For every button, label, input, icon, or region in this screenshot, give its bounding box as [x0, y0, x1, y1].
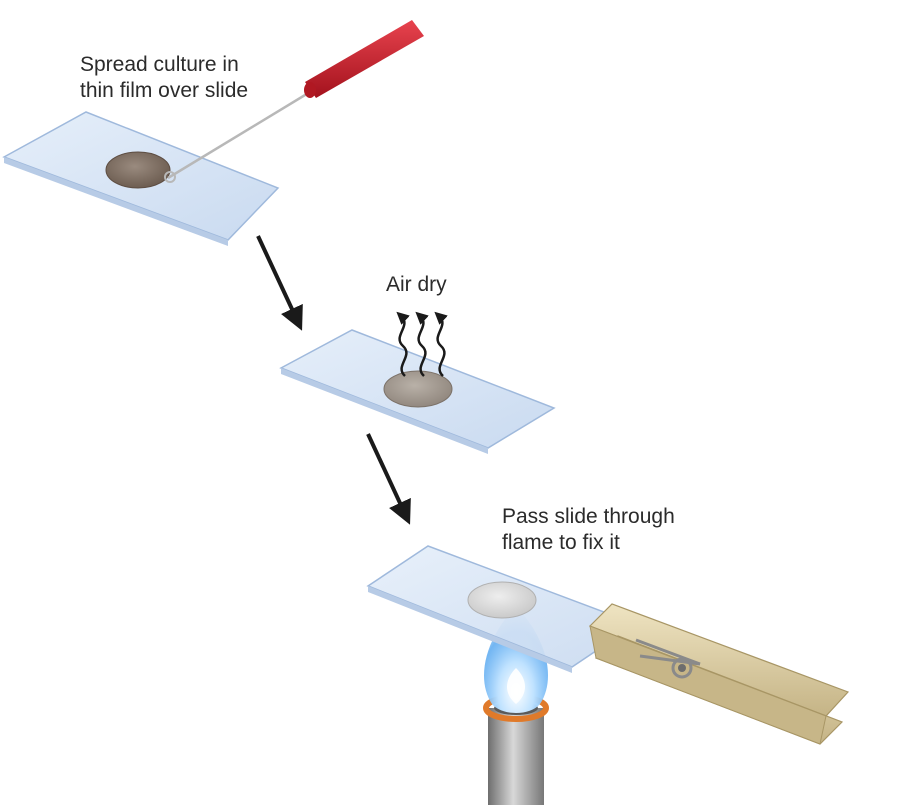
inoculating-loop-icon — [164, 20, 424, 183]
arrow-step2-to-step3 — [366, 433, 411, 525]
slide-step2 — [279, 329, 556, 454]
smear-fixed — [467, 581, 537, 619]
step-label-flame-fix: Pass slide through flame to fix it — [502, 505, 675, 554]
slide-step3 — [366, 545, 638, 673]
smear-wet — [105, 151, 171, 189]
slide-step1 — [2, 111, 280, 246]
bunsen-burner-icon — [483, 694, 549, 805]
step-label-air-dry: Air dry — [386, 273, 447, 296]
arrow-step1-to-step2 — [256, 235, 303, 331]
step-label-spread: Spread culture in thin film over slide — [80, 53, 249, 102]
smear-dry — [383, 370, 453, 408]
wavy-up-arrows-icon — [396, 311, 448, 377]
clothespin-icon — [588, 603, 850, 745]
